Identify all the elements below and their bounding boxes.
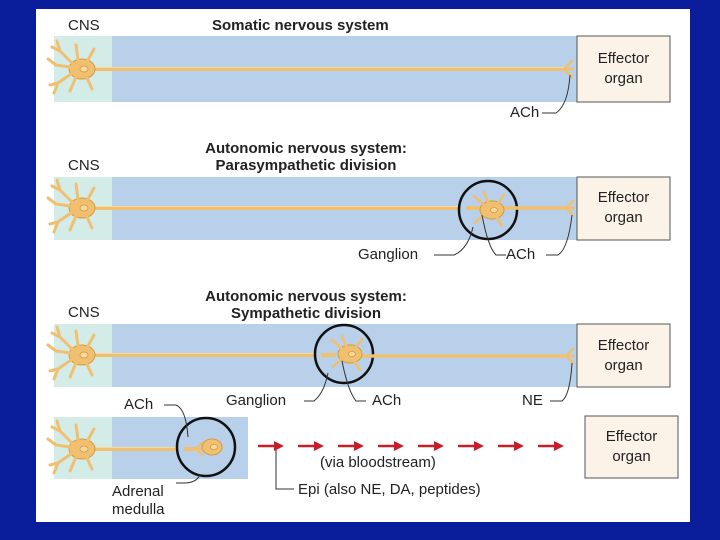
epi-leader	[275, 447, 294, 490]
symp-ganglion-label: Ganglion	[226, 392, 287, 409]
blood-arrow	[378, 441, 404, 451]
symp-ach-label: ACh	[372, 392, 402, 409]
para-cns-label: CNS	[68, 157, 100, 174]
adrenal-panel	[46, 404, 679, 490]
adrenal-ach-leader	[164, 404, 189, 438]
somatic-panel	[46, 35, 671, 114]
symp-title-line-1: Autonomic nervous system:	[205, 288, 407, 305]
symp-ganglion-leader	[304, 372, 329, 402]
para-title: Autonomic nervous system: Parasympatheti…	[186, 140, 426, 174]
adrenal-effector-box	[584, 415, 679, 479]
somatic-ach-label: ACh	[510, 104, 540, 121]
effector-line-2: organ	[612, 448, 651, 465]
para-ganglion-label: Ganglion	[358, 246, 419, 263]
somatic-neuron	[46, 39, 575, 95]
para-ach-label: ACh	[506, 246, 536, 263]
bloodstream-label: (via bloodstream)	[320, 454, 436, 471]
effector-line-1: Effector	[597, 337, 650, 354]
para-postganglionic-neuron	[466, 190, 576, 228]
effector-line-2: organ	[604, 357, 643, 374]
para-effector-box	[576, 176, 671, 241]
slide-canvas: CNS Somatic nervous system Effector orga…	[36, 9, 690, 522]
effector-line-1: Effector	[597, 189, 650, 206]
epi-label: Epi (also NE, DA, peptides)	[298, 481, 481, 498]
effector-line-2: organ	[604, 209, 643, 226]
chromaffin-cell	[184, 438, 223, 457]
para-preganglionic-neuron	[46, 178, 476, 234]
symp-effector-label: Effector organ	[577, 336, 670, 376]
symp-effector-box	[576, 323, 671, 388]
adrenal-ach-label: ACh	[124, 396, 154, 413]
somatic-ach-leader	[542, 74, 571, 114]
somatic-title: Somatic nervous system	[212, 17, 389, 34]
blood-arrow	[458, 441, 484, 451]
symp-ach-leader	[341, 360, 366, 402]
adrenal-line-2: medulla	[112, 501, 165, 518]
somatic-cns-label: CNS	[68, 17, 100, 34]
blood-arrow	[538, 441, 564, 451]
somatic-effector-box	[576, 35, 671, 103]
symp-cns-label: CNS	[68, 304, 100, 321]
para-ganglion-leader	[434, 226, 474, 256]
effector-line-1: Effector	[597, 50, 650, 67]
symp-preganglionic-neuron	[46, 325, 336, 381]
effector-line-1: Effector	[605, 428, 658, 445]
adrenal-effector-label: Effector organ	[585, 427, 678, 467]
diagram-artwork	[46, 35, 679, 490]
blood-arrow	[338, 441, 364, 451]
symp-postganglionic-neuron	[321, 334, 576, 372]
para-title-line-2: Parasympathetic division	[215, 157, 397, 174]
parasympathetic-panel	[46, 176, 671, 256]
symp-title-line-2: Sympathetic division	[230, 305, 382, 322]
bloodstream-arrows	[258, 441, 564, 451]
adrenal-medulla-label: Adrenal medulla	[112, 483, 165, 519]
symp-ne-label: NE	[522, 392, 543, 409]
para-effector-label: Effector organ	[577, 188, 670, 228]
para-title-line-1: Autonomic nervous system:	[205, 140, 407, 157]
blood-arrow	[258, 441, 284, 451]
blood-arrow	[498, 441, 524, 451]
sympathetic-panel	[46, 323, 671, 402]
adrenal-medulla-leader	[176, 474, 201, 484]
somatic-effector-label: Effector organ	[577, 49, 670, 89]
para-ach-leader	[481, 214, 506, 256]
blood-arrow	[298, 441, 324, 451]
symp-title: Autonomic nervous system: Sympathetic di…	[186, 288, 426, 322]
para-ach2-leader	[546, 214, 573, 256]
effector-line-2: organ	[604, 70, 643, 87]
blood-arrow	[418, 441, 444, 451]
symp-ne-leader	[550, 362, 573, 402]
adrenal-line-1: Adrenal	[112, 483, 164, 500]
